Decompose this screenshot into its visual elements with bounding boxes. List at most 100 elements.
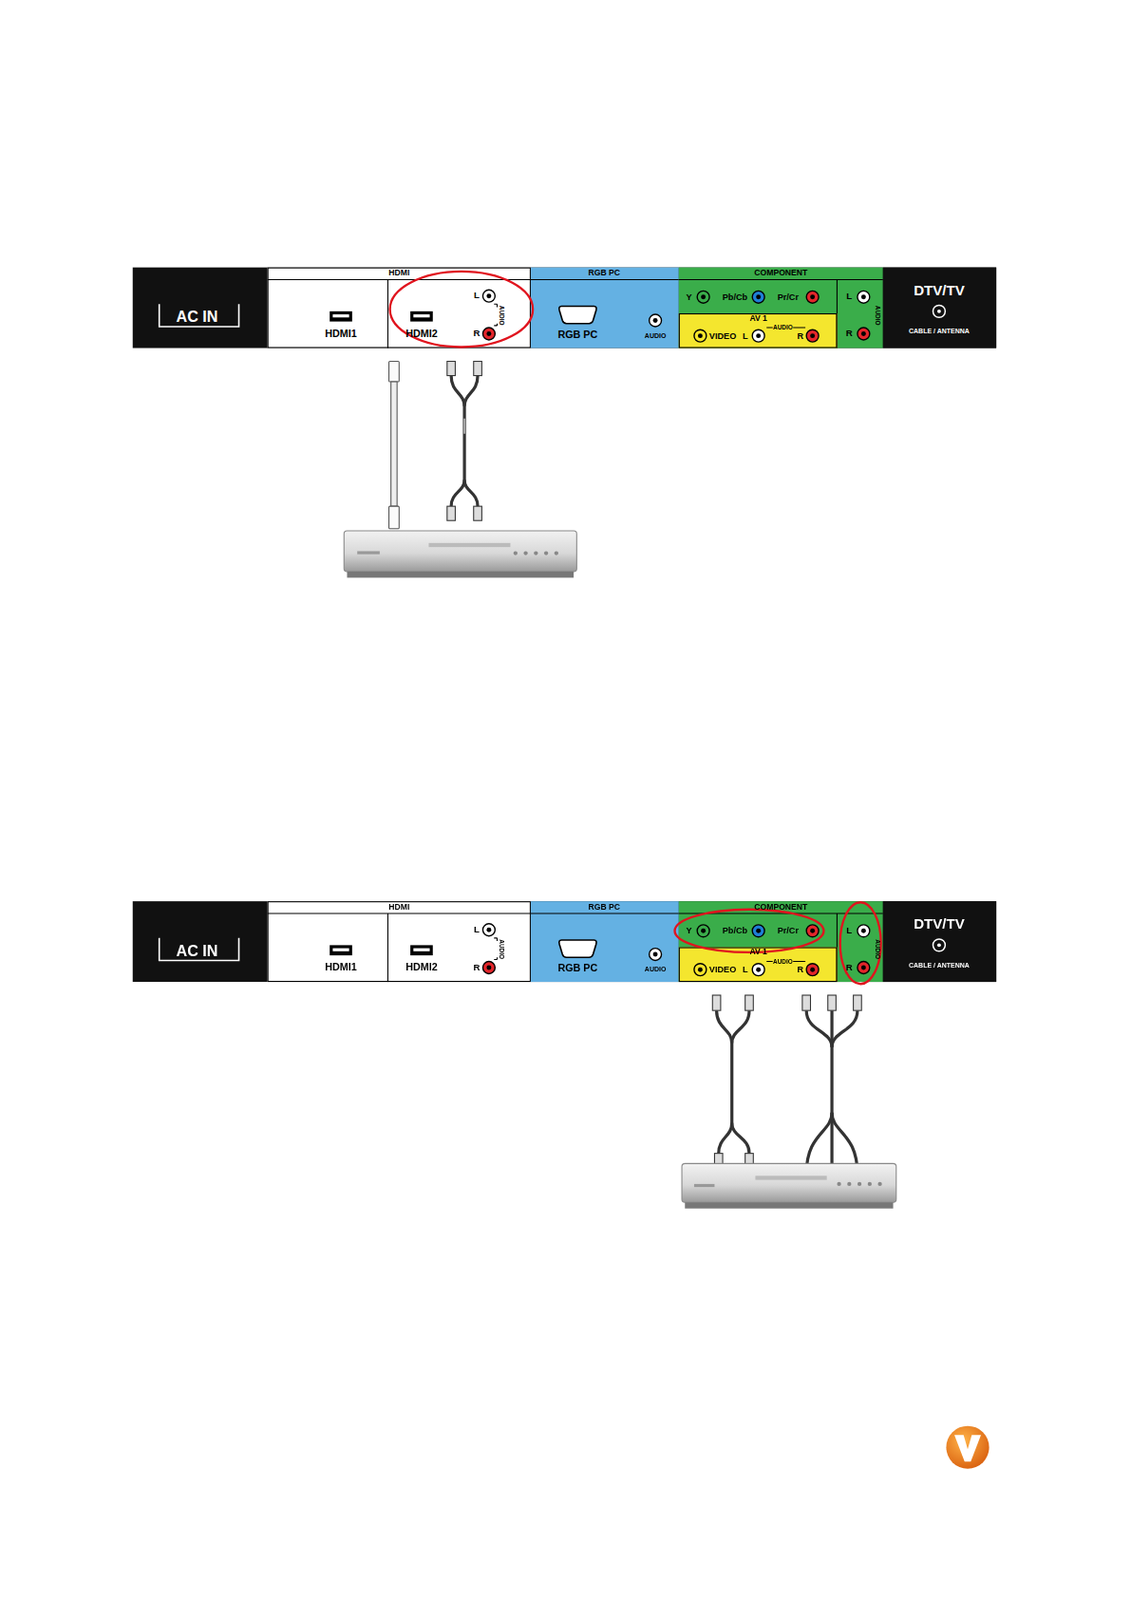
- rca-jack: [857, 290, 870, 303]
- label-bracket: [159, 938, 240, 962]
- rca-jack: [649, 948, 662, 962]
- port-label: R: [796, 331, 804, 340]
- port-label: HDMI1: [324, 328, 357, 340]
- coax-jack: [932, 939, 945, 952]
- port-label: AUDIO: [498, 939, 505, 960]
- hdmi-port: [410, 311, 434, 322]
- port-label: RGB PC: [588, 903, 621, 912]
- rca-jack: [806, 963, 819, 977]
- port-label: AV 1: [749, 314, 767, 323]
- port-label: L: [742, 331, 749, 340]
- rca-jack: [752, 924, 765, 938]
- hdmi-port: [329, 311, 353, 322]
- port-label: Y: [686, 926, 693, 936]
- port-label: AV 1: [749, 948, 767, 958]
- tv-back-panel: AC INHDMIHDMI1HDMI2LAUDIORRGB PCRGB PCAU…: [132, 901, 997, 982]
- port-art: [883, 267, 997, 349]
- rca-jack: [806, 290, 819, 303]
- rca-jack: [752, 290, 765, 303]
- port-label: HDMI2: [405, 962, 437, 974]
- port-label: AUDIO: [772, 958, 793, 964]
- rca-jack: [857, 961, 870, 975]
- connector-section: AV 1 VIDEO L AUDIOR: [678, 313, 838, 349]
- hdmi-port: [329, 944, 353, 956]
- port-art: [267, 901, 531, 982]
- audio-cable: [447, 361, 483, 522]
- port-label: L: [846, 925, 852, 936]
- rca-jack: [752, 329, 765, 342]
- rca-jack: [482, 923, 495, 937]
- connector-section: RGB PCRGB PCAUDIO: [530, 901, 679, 982]
- port-label: VIDEO: [709, 331, 736, 340]
- port-label: HDMI1: [324, 962, 357, 974]
- port-label: Pb/Cb: [722, 926, 748, 936]
- port-label: VIDEO: [709, 965, 736, 975]
- port-label: CABLE / ANTENNA: [908, 961, 970, 969]
- port-label: Pb/Cb: [722, 292, 748, 302]
- hdmi-port: [410, 944, 434, 956]
- rca-jack: [482, 289, 495, 302]
- port-label: AUDIO: [772, 324, 793, 331]
- rca-jack: [857, 924, 870, 938]
- port-label: L: [473, 291, 480, 302]
- port-label: RGB PC: [557, 963, 598, 975]
- port-art: [883, 901, 997, 982]
- port-label: R: [846, 962, 853, 973]
- highlight-ellipse: [840, 902, 882, 984]
- connector-section: DTV/TV CABLE / ANTENNA: [883, 267, 997, 349]
- brand-logo: [945, 1426, 989, 1470]
- port-label: RGB PC: [557, 329, 598, 340]
- rca-jack: [806, 329, 819, 342]
- connector-section: AV 1 VIDEO L AUDIOR: [678, 947, 838, 983]
- port-label: COMPONENT: [754, 269, 808, 279]
- connector-section: HDMIHDMI1HDMI2LAUDIOR: [267, 901, 531, 982]
- coax-jack: [932, 304, 945, 318]
- rca-jack: [694, 329, 707, 342]
- port-label: AC IN: [176, 942, 219, 959]
- rca-jack: [482, 327, 495, 340]
- hdmi-cable: [389, 361, 400, 529]
- vga-port: [559, 305, 597, 323]
- port-label: AC IN: [176, 308, 219, 324]
- port-label: R: [796, 965, 804, 975]
- highlight-ellipse: [390, 271, 533, 348]
- rca-jack: [649, 314, 662, 327]
- rca-jack: [697, 290, 710, 303]
- label-bracket: [159, 303, 240, 327]
- highlight-ellipse: [675, 909, 825, 953]
- port-label: L: [742, 965, 749, 975]
- vga-port: [559, 940, 597, 958]
- connector-section: HDMIHDMI1HDMI2LAUDIOR: [267, 267, 531, 349]
- port-label: L: [846, 292, 852, 302]
- port-label: DTV/TV: [913, 282, 965, 298]
- connector-section: DTV/TV CABLE / ANTENNA: [883, 901, 997, 982]
- rca-jack: [857, 327, 870, 340]
- component-cable: [802, 995, 862, 1189]
- port-label: COMPONENT: [754, 903, 808, 912]
- connector-section: RGB PC RGB PC AUDIO: [530, 267, 679, 349]
- port-label: HDMI2: [405, 328, 437, 340]
- rca-jack: [806, 924, 819, 938]
- port-label: RGB PC: [588, 269, 621, 279]
- port-label: DTV/TV: [913, 916, 965, 931]
- port-label: AUDIO: [644, 332, 667, 340]
- port-art: [267, 267, 531, 349]
- port-label: L: [473, 924, 480, 935]
- tv-back-panel: AC INHDMIHDMI1HDMI2LAUDIORRGB PCRGB PCAU…: [132, 267, 997, 349]
- port-label: HDMI: [388, 903, 410, 912]
- port-label: CABLE / ANTENNA: [908, 328, 970, 336]
- port-label: AUDIO: [874, 939, 881, 960]
- port-label: Pr/Cr: [777, 926, 799, 936]
- port-label: HDMI: [388, 269, 410, 279]
- connector-section: COMPONENTYPb/CbPr/CrLAUDIORAV 1VIDEOLAUD…: [678, 901, 884, 982]
- rca-jack: [697, 924, 710, 938]
- rca-jack: [694, 963, 707, 977]
- port-label: R: [472, 329, 480, 340]
- rca-jack: [752, 963, 765, 977]
- port-label: R: [846, 329, 853, 340]
- port-label: Y: [686, 292, 693, 302]
- connector-section: COMPONENTYPb/CbPr/CrLAUDIORAV 1VIDEOLAUD…: [678, 267, 884, 349]
- audio-cable: [712, 995, 754, 1169]
